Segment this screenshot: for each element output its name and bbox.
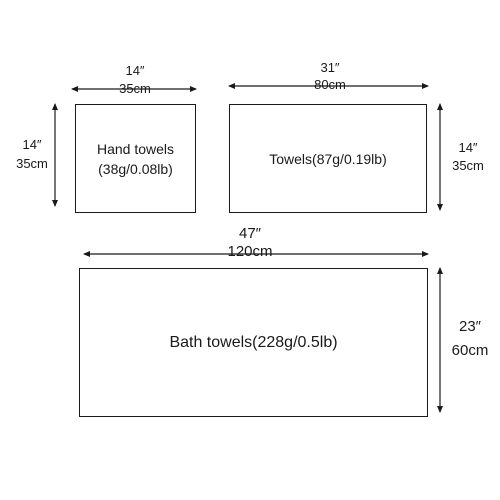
bath-height-cm-label: 60cm (451, 342, 489, 359)
bath-width-cm-label: 120cm (227, 243, 273, 260)
bath-width-in-label: 47″ (239, 225, 261, 242)
towel-name: Towels(87g/0.19lb) (269, 150, 387, 167)
bath-towel-name: Bath towels(228g/0.5lb) (169, 333, 338, 351)
towel-box: Towels(87g/0.19lb) (229, 104, 427, 213)
hand-height-in-label: 14″ (22, 137, 42, 152)
bath-height-in-label: 23″ (459, 318, 481, 335)
hand-towel-weight: (38g/0.08lb) (98, 160, 173, 177)
hand-width-in-label: 14″ (125, 63, 145, 78)
hand-towel-box: Hand towels (38g/0.08lb) (75, 104, 196, 213)
towel-height-in-label: 14″ (458, 140, 478, 155)
hand-height-cm-label: 35cm (16, 156, 48, 171)
towel-width-cm-label: 80cm (314, 77, 346, 92)
towel-width-in-label: 31″ (320, 60, 340, 75)
towel-height-cm-label: 35cm (452, 158, 484, 173)
hand-width-cm-label: 35cm (119, 81, 151, 96)
bath-towel-box: Bath towels(228g/0.5lb) (79, 268, 428, 417)
hand-towel-name: Hand towels (96, 140, 175, 157)
